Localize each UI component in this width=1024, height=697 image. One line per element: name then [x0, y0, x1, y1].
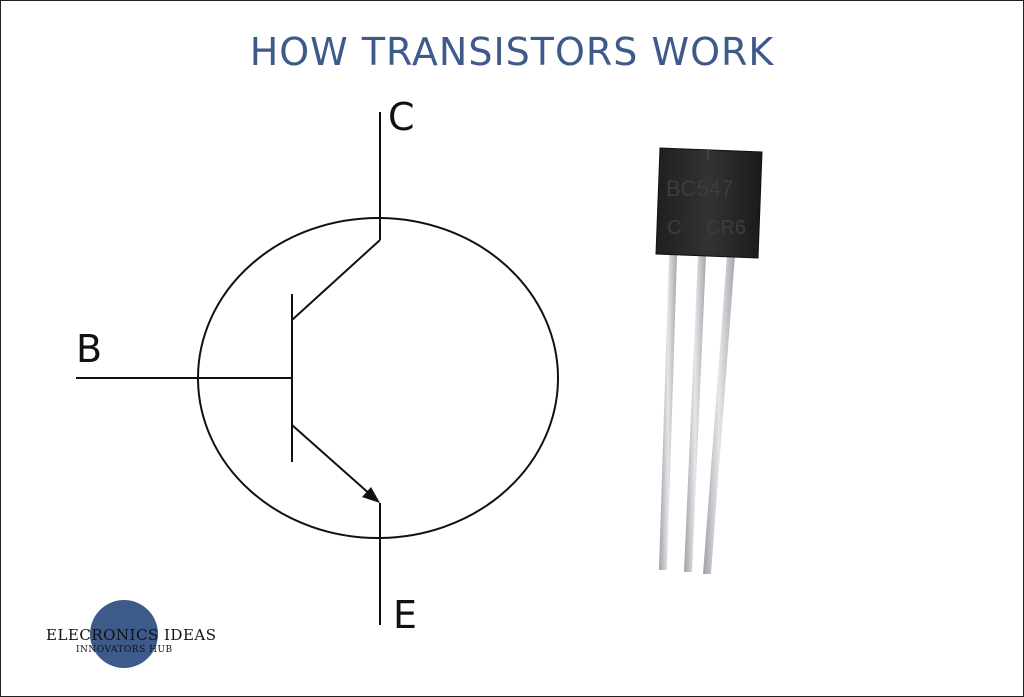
collector-label: C	[388, 95, 415, 139]
collector-diagonal	[291, 239, 381, 321]
bc547-component-image: BC547 C CR6	[655, 147, 763, 574]
base-label: B	[76, 327, 102, 371]
logo-sub-text: INNOVATORS HUB	[76, 645, 173, 655]
logo-main-text: ELECRONICS IDEAS	[46, 626, 217, 644]
emitter-label: E	[393, 593, 417, 637]
logo-circle-icon	[90, 600, 158, 668]
emitter-arrow-icon	[362, 487, 380, 503]
component-marking-line1: BC547	[666, 176, 733, 201]
component-lead-right	[703, 255, 735, 574]
component-marking-line2-right: CR6	[706, 217, 746, 239]
component-lead-middle	[684, 255, 706, 572]
component-package	[655, 147, 763, 259]
component-marking-line2-left: C	[667, 217, 681, 239]
page-title: HOW TRANSISTORS WORK	[249, 30, 775, 74]
emitter-diagonal	[291, 424, 373, 497]
component-lead-left	[659, 255, 677, 570]
brand-logo: ELECRONICS IDEAS INNOVATORS HUB	[40, 600, 240, 670]
